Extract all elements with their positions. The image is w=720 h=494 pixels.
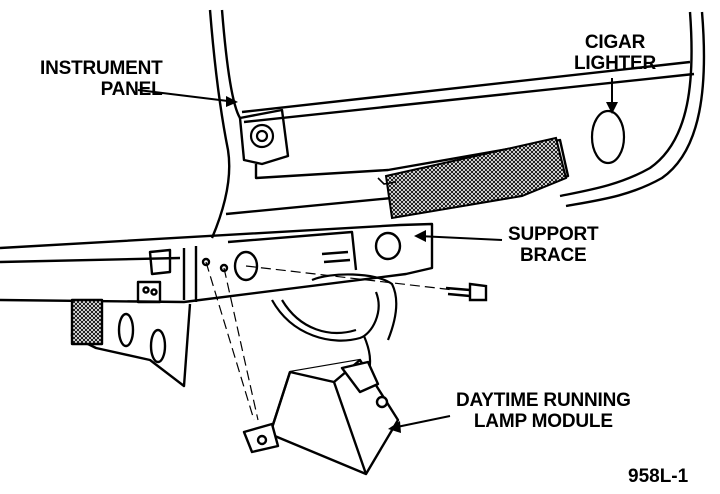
instrument-panel-label-line-1: INSTRUMENT (40, 58, 163, 79)
support-brace-label-line-2: BRACE (519, 245, 587, 266)
alignment-lines (205, 261, 455, 421)
screw (445, 282, 488, 302)
bolt-head-top (249, 123, 275, 149)
drl-module (242, 358, 400, 476)
instrument-panel (208, 9, 706, 239)
mounting-bracket (70, 298, 192, 388)
support-brace (0, 222, 434, 304)
instrument-panel-label: INSTRUMENT PANEL (40, 58, 163, 100)
support-brace-label: SUPPORT BRACE (508, 224, 599, 266)
lighter-recess (377, 136, 568, 220)
instrument-panel-label-line-2: PANEL (100, 79, 163, 100)
cigar-lighter-label-line-1: CIGAR (584, 32, 646, 53)
drl-module-label-line-1: DAYTIME RUNNING (456, 390, 631, 411)
leader-arrowheads (226, 96, 618, 433)
figure-number: 958L-1 (628, 466, 689, 487)
support-brace-label-line-1: SUPPORT (508, 224, 599, 245)
drl-module-label-line-2: LAMP MODULE (473, 411, 613, 432)
cigar-lighter-label: CIGAR LIGHTER (574, 32, 656, 74)
cigar-lighter (590, 109, 626, 165)
drl-module-label: DAYTIME RUNNING LAMP MODULE (456, 390, 631, 432)
cigar-lighter-label-line-2: LIGHTER (574, 53, 656, 74)
